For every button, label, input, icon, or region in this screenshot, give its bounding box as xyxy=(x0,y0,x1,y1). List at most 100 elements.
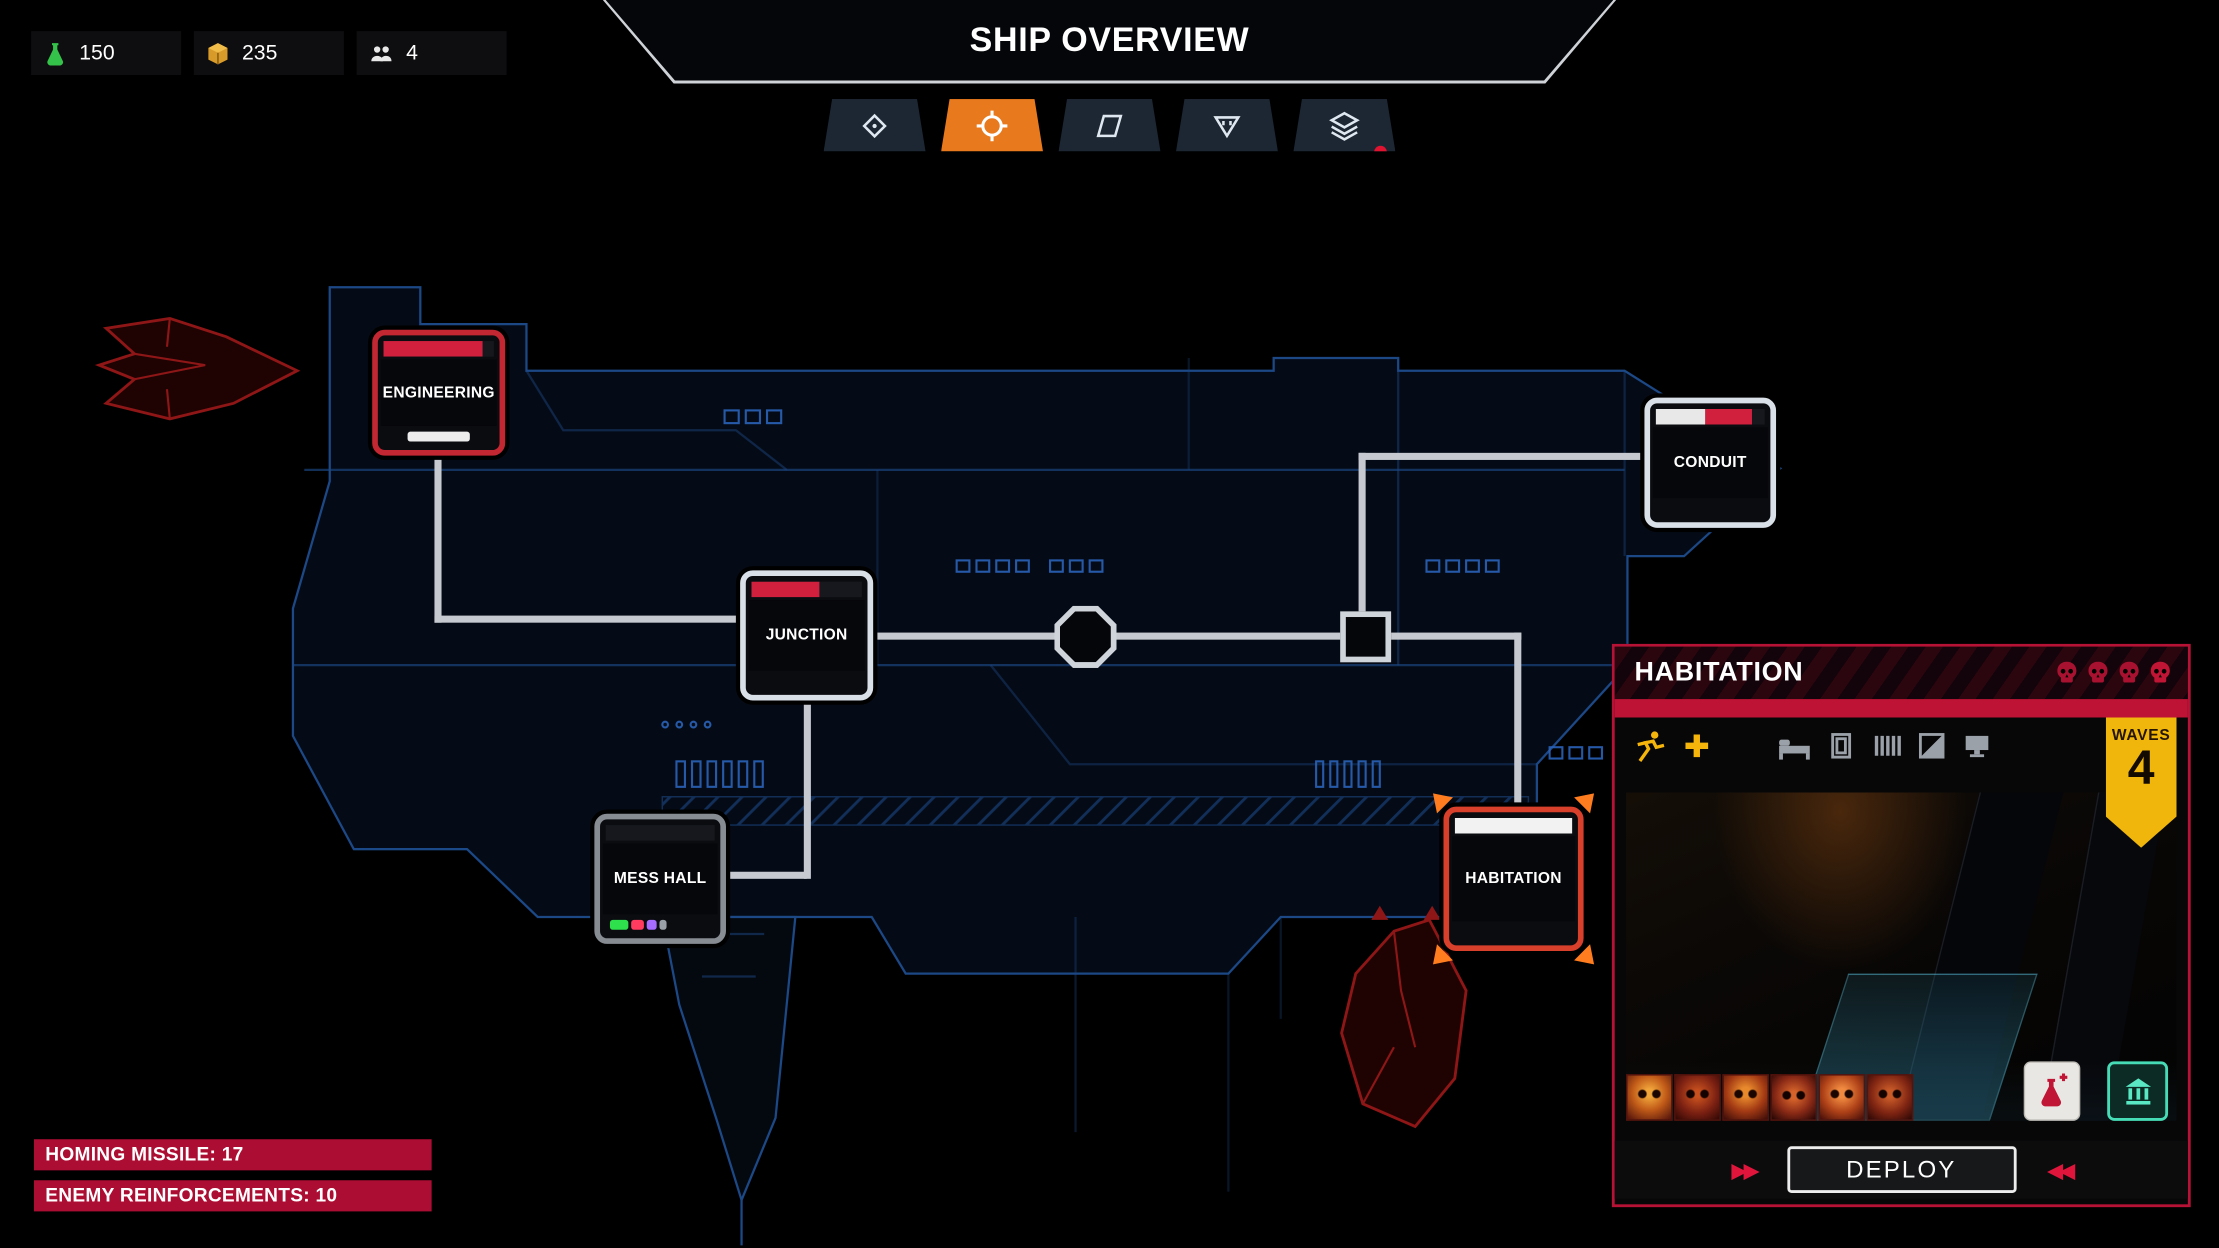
corridor-link xyxy=(873,632,1058,640)
enemy-portrait[interactable] xyxy=(1818,1074,1866,1121)
resource-science: 150 xyxy=(31,31,182,76)
funnel-icon xyxy=(1210,108,1244,142)
runner-icon xyxy=(1637,731,1665,762)
resource-bar: 150 235 4 xyxy=(31,31,507,76)
room-health-bar xyxy=(751,581,862,598)
layers-icon xyxy=(1327,108,1361,142)
corridor-link xyxy=(803,697,811,879)
alert-stack: HOMING MISSILE: 17 ENEMY REINFORCEMENTS:… xyxy=(33,1139,432,1212)
hull-windows xyxy=(661,409,1604,788)
skull-icon xyxy=(2119,661,2139,683)
resource-scrap-value: 235 xyxy=(241,41,278,66)
door-icon xyxy=(1831,733,1852,759)
panel-title: HABITATION xyxy=(1634,657,1804,688)
hull-fin xyxy=(660,915,797,1246)
waves-count: 4 xyxy=(2127,741,2155,796)
deploy-bar: ▶▶ DEPLOY ◀◀ xyxy=(1614,1140,2188,1199)
skull-icon xyxy=(2088,661,2108,683)
room-status-bar xyxy=(606,917,715,933)
resource-crew: 4 xyxy=(356,31,507,76)
room-health-bar xyxy=(1454,817,1573,834)
vent-icon xyxy=(1874,735,1901,756)
room-junction[interactable]: JUNCTION xyxy=(740,570,874,701)
screen-title-bar: SHIP OVERVIEW xyxy=(603,0,1616,83)
enemy-ship-bottom xyxy=(1340,905,1468,1129)
enemy-portrait[interactable] xyxy=(1866,1074,1914,1121)
octagon-node[interactable] xyxy=(1054,605,1117,668)
room-mess-hall[interactable]: MESS HALL xyxy=(594,813,726,944)
room-label: CONDUIT xyxy=(1652,427,1768,499)
room-label: JUNCTION xyxy=(748,600,865,671)
console-icon xyxy=(1965,735,1989,758)
room-icon xyxy=(1093,108,1127,142)
view-tabs xyxy=(824,99,1396,151)
consumable-button[interactable] xyxy=(2023,1061,2081,1121)
corridor-link xyxy=(434,615,743,623)
page-title: SHIP OVERVIEW xyxy=(969,20,1250,59)
tab-rooms[interactable] xyxy=(1059,99,1161,151)
corridor-link xyxy=(1514,632,1522,811)
corridor-link xyxy=(724,871,807,879)
enemy-portrait[interactable] xyxy=(1626,1074,1673,1121)
room-health-bar xyxy=(1655,408,1765,425)
enemy-portrait[interactable] xyxy=(1770,1074,1818,1121)
alert-enemy-reinforcements: ENEMY REINFORCEMENTS: 10 xyxy=(33,1180,432,1212)
room-habitation-selected[interactable]: HABITATION xyxy=(1416,777,1611,981)
enemy-portrait[interactable] xyxy=(1674,1074,1721,1121)
tab-targeting[interactable] xyxy=(941,99,1043,151)
octagon-node-fill xyxy=(1059,611,1111,663)
room-health-bar xyxy=(383,341,494,357)
preview-glow xyxy=(1703,792,1979,983)
threat-skulls xyxy=(2053,659,2173,686)
plus-icon xyxy=(1685,734,1709,758)
prev-arrows[interactable]: ▶▶ xyxy=(1731,1158,1759,1183)
cube-icon xyxy=(208,42,228,64)
corridor-link xyxy=(1358,452,1366,618)
flask-icon xyxy=(47,42,64,65)
room-status-bar xyxy=(1656,501,1765,517)
shelter-button[interactable] xyxy=(2107,1061,2169,1121)
deploy-button[interactable]: DEPLOY xyxy=(1786,1146,2016,1193)
tab-threats[interactable] xyxy=(1176,99,1278,151)
hull-hatch-strip xyxy=(661,796,1530,826)
resource-crew-value: 4 xyxy=(406,41,418,66)
room-status-bar xyxy=(1455,924,1572,940)
corridor-link xyxy=(1115,632,1342,640)
room-conduit[interactable]: CONDUIT xyxy=(1644,397,1777,528)
alert-homing-missile: HOMING MISSILE: 17 xyxy=(33,1139,432,1171)
crosshair-icon xyxy=(974,107,1011,144)
corridor-link xyxy=(434,452,442,623)
skull-icon xyxy=(2057,661,2077,683)
square-node[interactable] xyxy=(1340,611,1392,663)
room-detail-panel: HABITATION WAVES 4 xyxy=(1611,643,2191,1208)
enemy-portraits xyxy=(1626,1074,1914,1121)
building-icon xyxy=(2124,1078,2151,1105)
next-arrows[interactable]: ◀◀ xyxy=(2047,1158,2075,1183)
resource-science-value: 150 xyxy=(79,41,115,66)
panel-header: HABITATION xyxy=(1614,646,2188,700)
tab-overview[interactable] xyxy=(824,99,926,151)
room-status-bar xyxy=(384,429,494,445)
room-health-bar xyxy=(605,825,715,841)
room-health-bar-large xyxy=(1614,699,2188,718)
ship-hull xyxy=(291,286,1783,1192)
resource-scrap: 235 xyxy=(193,31,344,76)
shade-icon xyxy=(1918,733,1945,759)
waves-label: WAVES xyxy=(2111,727,2171,745)
room-status-bar xyxy=(751,674,861,690)
corridor-link xyxy=(1358,452,1648,460)
enemy-portrait[interactable] xyxy=(1722,1074,1769,1121)
enemy-ship-left xyxy=(94,316,301,421)
room-label: MESS HALL xyxy=(602,843,718,915)
flask-plus-icon xyxy=(2041,1073,2068,1107)
corridor-link xyxy=(1388,632,1522,640)
room-engineering[interactable]: ENGINEERING xyxy=(372,329,506,456)
room-label: HABITATION xyxy=(1451,836,1576,922)
crew-icon xyxy=(371,45,392,61)
room-preview-image xyxy=(1626,792,2177,1121)
tab-layers[interactable] xyxy=(1293,99,1395,151)
room-feature-icons xyxy=(1632,727,1994,764)
bed-icon xyxy=(1779,739,1810,760)
skull-icon xyxy=(2150,661,2170,683)
